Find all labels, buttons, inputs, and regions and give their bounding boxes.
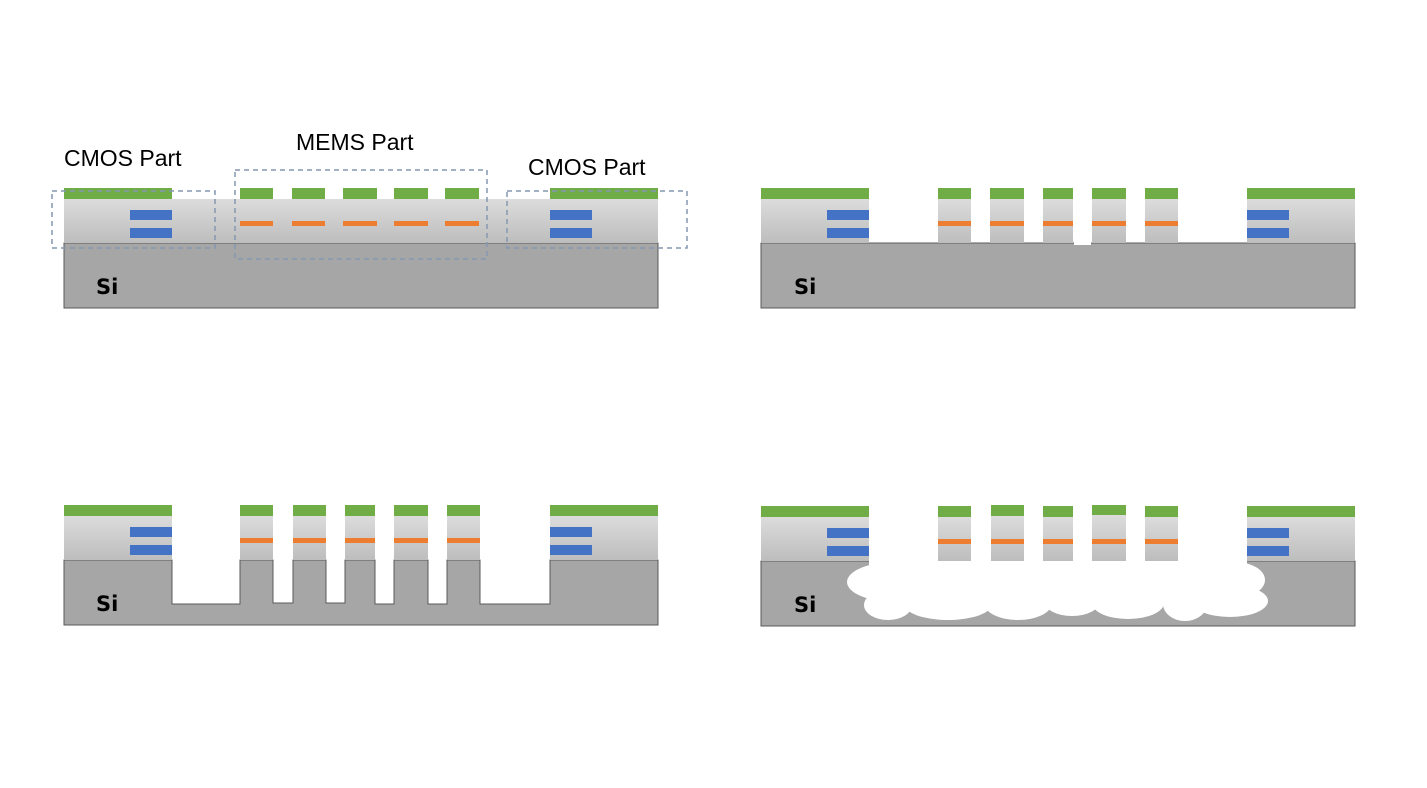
mems-top-pad bbox=[240, 188, 273, 199]
mems-part-label: MEMS Part bbox=[296, 129, 414, 155]
mems-metal-line bbox=[394, 221, 428, 226]
mems-metal-line bbox=[1043, 539, 1073, 544]
mems-metal-line bbox=[1092, 221, 1126, 226]
cmos-metal-line bbox=[550, 527, 592, 537]
cmos-metal-line bbox=[130, 545, 172, 555]
mems-pillar bbox=[1092, 515, 1126, 561]
mems-top-pad bbox=[1145, 506, 1178, 517]
cmos-top-pad-left bbox=[761, 506, 869, 517]
mems-top-pad bbox=[1043, 188, 1073, 199]
mems-metal-line bbox=[938, 539, 971, 544]
cmos-metal-line bbox=[1247, 228, 1289, 238]
mems-metal-line bbox=[1092, 539, 1126, 544]
cmos-top-pad-right bbox=[550, 505, 658, 516]
silicon-substrate bbox=[760, 242, 1356, 309]
panel-step-4: Si bbox=[760, 505, 1356, 627]
mems-top-pad bbox=[240, 505, 273, 516]
mems-metal-line bbox=[394, 538, 428, 543]
cmos-region-box-left bbox=[51, 190, 216, 249]
mems-top-pad bbox=[445, 188, 479, 199]
mems-pillar bbox=[991, 516, 1024, 561]
cmos-metal-line bbox=[827, 528, 869, 538]
mems-metal-line bbox=[345, 538, 375, 543]
cmos-metal-line bbox=[827, 210, 869, 220]
silicon-substrate bbox=[63, 242, 659, 309]
si-label: Si bbox=[794, 593, 816, 617]
cmos-top-pad-left bbox=[64, 505, 172, 516]
cmos-top-pad-left bbox=[64, 188, 172, 199]
cmos-metal-line bbox=[550, 228, 592, 238]
mems-top-pad bbox=[394, 188, 428, 199]
panel-step-1: CMOS Part MEMS Part CMOS Part Si bbox=[51, 129, 688, 309]
mems-top-pad bbox=[345, 505, 375, 516]
mems-metal-line bbox=[1145, 221, 1178, 226]
cmos-metal-line bbox=[130, 210, 172, 220]
mems-top-pad bbox=[1043, 506, 1073, 517]
cmos-top-pad-right bbox=[1247, 506, 1355, 517]
si-label: Si bbox=[794, 275, 816, 299]
cmos-metal-line bbox=[550, 210, 592, 220]
cmos-metal-line bbox=[130, 527, 172, 537]
panel-step-3: Si bbox=[63, 505, 659, 626]
mems-top-pad bbox=[1145, 188, 1178, 199]
cmos-top-pad-left bbox=[761, 188, 869, 199]
mems-metal-line bbox=[1145, 539, 1178, 544]
si-label: Si bbox=[96, 592, 118, 616]
mems-metal-line bbox=[292, 221, 325, 226]
cmos-part-label-left: CMOS Part bbox=[64, 145, 182, 171]
mems-top-pad bbox=[991, 505, 1024, 516]
mems-top-pad bbox=[447, 505, 480, 516]
mems-top-pad bbox=[1092, 188, 1126, 199]
mems-top-pad bbox=[293, 505, 326, 516]
cmos-metal-line bbox=[130, 228, 172, 238]
cmos-region-box-right bbox=[506, 190, 688, 249]
cmos-top-pad-right bbox=[1247, 188, 1355, 199]
cmos-part-label-right: CMOS Part bbox=[528, 154, 646, 180]
mems-top-pad bbox=[343, 188, 377, 199]
silicon-substrate-etched bbox=[63, 559, 659, 626]
mems-top-pad bbox=[292, 188, 325, 199]
mems-metal-line bbox=[447, 538, 480, 543]
panel-step-2: Si bbox=[760, 188, 1356, 309]
mems-region-box bbox=[234, 169, 488, 260]
cmos-metal-line bbox=[1247, 546, 1289, 556]
mems-metal-line bbox=[990, 221, 1024, 226]
cmos-metal-line bbox=[827, 228, 869, 238]
si-label: Si bbox=[96, 275, 118, 299]
mems-metal-line bbox=[938, 221, 971, 226]
cmos-metal-line bbox=[827, 546, 869, 556]
cmos-metal-line bbox=[1247, 210, 1289, 220]
mems-top-pad bbox=[990, 188, 1024, 199]
etch-notch bbox=[1074, 242, 1091, 245]
mems-metal-line bbox=[240, 221, 273, 226]
cmos-metal-line bbox=[550, 545, 592, 555]
mems-top-pad bbox=[1092, 505, 1126, 515]
cmos-top-pad-right bbox=[550, 188, 658, 199]
mems-metal-line bbox=[1043, 221, 1073, 226]
mems-metal-line bbox=[991, 539, 1024, 544]
mems-metal-line bbox=[445, 221, 479, 226]
mems-metal-line bbox=[240, 538, 273, 543]
mems-metal-line bbox=[293, 538, 326, 543]
mems-top-pad bbox=[938, 188, 971, 199]
mems-top-pad bbox=[394, 505, 428, 516]
cmos-metal-line bbox=[1247, 528, 1289, 538]
mems-top-pad bbox=[938, 506, 971, 517]
mems-metal-line bbox=[343, 221, 377, 226]
